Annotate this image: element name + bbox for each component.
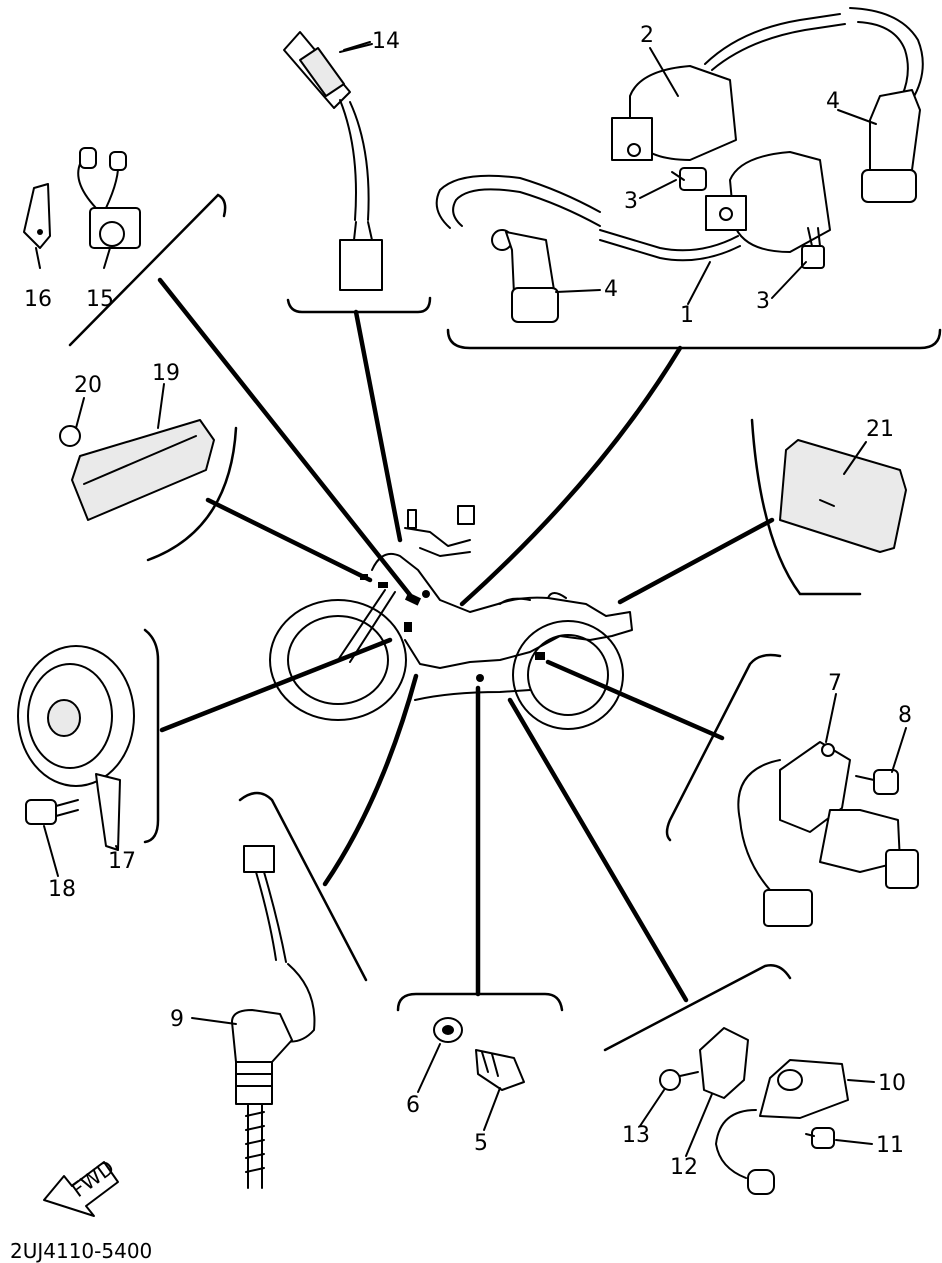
callout-9: 9 bbox=[170, 1007, 184, 1032]
part-4-plug-cap-right bbox=[861, 89, 921, 203]
part-6-washer bbox=[433, 1017, 463, 1043]
callout-4: 4 bbox=[604, 277, 618, 302]
part-21-reflector bbox=[779, 439, 907, 553]
callout-18: 18 bbox=[48, 877, 76, 902]
part-2-ignition-coil bbox=[611, 7, 924, 161]
callout-5: 5 bbox=[474, 1131, 488, 1156]
callout-17: 17 bbox=[108, 849, 136, 874]
part-11-screw bbox=[805, 1127, 835, 1149]
callout-19: 19 bbox=[152, 361, 180, 386]
callout-numbers: 1 2 3 3 4 4 5 6 7 8 9 10 11 12 13 14 15 … bbox=[24, 23, 912, 1180]
part-16-bracket bbox=[23, 183, 51, 269]
callout-11: 11 bbox=[876, 1133, 904, 1158]
part-12-bracket bbox=[699, 1027, 749, 1099]
callout-4: 4 bbox=[826, 89, 840, 114]
part-5-switch bbox=[475, 1049, 525, 1091]
callout-3: 3 bbox=[756, 289, 770, 314]
callout-21: 21 bbox=[866, 417, 894, 442]
callout-16: 16 bbox=[24, 287, 52, 312]
callout-13: 13 bbox=[622, 1123, 650, 1148]
part-4-plug-cap-left bbox=[491, 229, 559, 323]
callout-10: 10 bbox=[878, 1071, 906, 1096]
part-17-horn bbox=[17, 645, 135, 851]
callout-1: 1 bbox=[680, 303, 694, 328]
part-9-sensor bbox=[231, 845, 316, 1189]
callout-2: 2 bbox=[640, 23, 654, 48]
fwd-arrow-icon: FWD bbox=[43, 1155, 119, 1217]
callout-20: 20 bbox=[74, 373, 102, 398]
part-19-reflector bbox=[59, 419, 215, 521]
part-7-main-switch bbox=[737, 741, 919, 927]
part-3-bolt bbox=[671, 167, 825, 269]
callout-12: 12 bbox=[670, 1155, 698, 1180]
part-13-bolt bbox=[659, 1069, 699, 1091]
part-10-switch bbox=[715, 1059, 849, 1195]
callout-15: 15 bbox=[86, 287, 114, 312]
callout-3: 3 bbox=[624, 189, 638, 214]
part-14-switch bbox=[283, 31, 383, 291]
motorcycle-outline bbox=[269, 505, 633, 730]
part-15-flasher bbox=[77, 147, 141, 269]
callout-6: 6 bbox=[406, 1093, 420, 1118]
part-code: 2UJ4110-5400 bbox=[10, 1239, 152, 1263]
callout-7: 7 bbox=[828, 671, 842, 696]
part-1-ignition-coil bbox=[435, 151, 831, 262]
part-8-bolt bbox=[855, 769, 899, 795]
part-18-bolt bbox=[25, 799, 79, 825]
callout-8: 8 bbox=[898, 703, 912, 728]
pointer-lines bbox=[68, 193, 942, 1052]
callout-14: 14 bbox=[372, 29, 400, 54]
